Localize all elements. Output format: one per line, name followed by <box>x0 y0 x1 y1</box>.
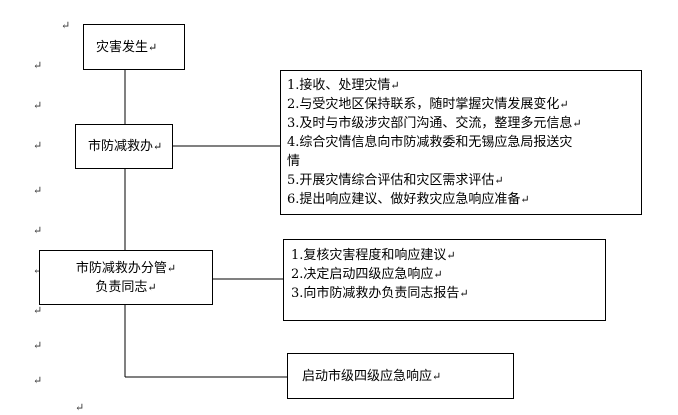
node-response-label: 启动市级四级应急响应 <box>302 369 433 384</box>
paragraph-mark: ↵ <box>432 370 442 383</box>
paragraph-mark: ↵ <box>33 139 43 152</box>
node-manager-label-line2: 负责同志 <box>95 280 148 295</box>
node-disaster-box: 灾害发生↵ <box>83 24 185 70</box>
node-disaster-label: 灾害发生 <box>96 40 149 55</box>
paragraph-mark: ↵ <box>33 224 43 237</box>
office-task-item: 4.综合灾情信息向市防减救委和无锡应急局报送灾 <box>287 135 573 150</box>
node-office-box: 市防减救办↵ <box>75 124 173 169</box>
office-task-item: 2.与受灾地区保持联系，随时掌握灾情发展变化↵ <box>287 97 569 112</box>
paragraph-mark: ↵ <box>33 304 43 317</box>
office-task-item: 1.接收、处理灾情↵ <box>287 78 400 93</box>
office-task-item-continued: 情 <box>287 154 301 169</box>
paragraph-mark: ↵ <box>33 264 43 277</box>
paragraph-mark: ↵ <box>166 262 177 275</box>
paragraph-mark: ↵ <box>75 401 85 414</box>
node-office-label: 市防减救办 <box>88 139 154 154</box>
manager-task-item: 1.复核灾害程度和响应建议↵ <box>291 248 456 263</box>
manager-task-item: 3.向市防减救办负责同志报告↵ <box>291 286 469 301</box>
node-manager-label-line1: 市防减救办分管 <box>75 261 167 276</box>
paragraph-mark: ↵ <box>61 19 71 32</box>
paragraph-mark: ↵ <box>33 374 43 387</box>
office-tasks-box: 1.接收、处理灾情↵ 2.与受灾地区保持联系，随时掌握灾情发展变化↵ 3.及时与… <box>280 70 642 215</box>
paragraph-mark: ↵ <box>33 339 43 352</box>
paragraph-mark: ↵ <box>33 184 43 197</box>
paragraph-mark: ↵ <box>33 59 43 72</box>
manager-tasks-box: 1.复核灾害程度和响应建议↵ 2.决定启动四级应急响应↵ 3.向市防减救办负责同… <box>283 239 606 321</box>
paragraph-mark: ↵ <box>148 41 158 54</box>
node-response-box: 启动市级四级应急响应↵ <box>287 353 514 399</box>
paragraph-mark: ↵ <box>147 281 157 294</box>
office-task-item: 5.开展灾情综合评估和灾区需求评估↵ <box>287 173 504 188</box>
paragraph-mark: ↵ <box>153 140 163 153</box>
node-manager-box: 市防减救办分管↵ 负责同志↵ <box>39 250 213 305</box>
manager-task-item: 2.决定启动四级应急响应↵ <box>291 267 443 282</box>
office-task-item: 3.及时与市级涉灾部门沟通、交流，整理多元信息↵ <box>287 116 582 131</box>
paragraph-mark: ↵ <box>33 99 43 112</box>
office-task-item: 6.提出响应建议、做好救灾应急响应准备↵ <box>287 192 530 207</box>
